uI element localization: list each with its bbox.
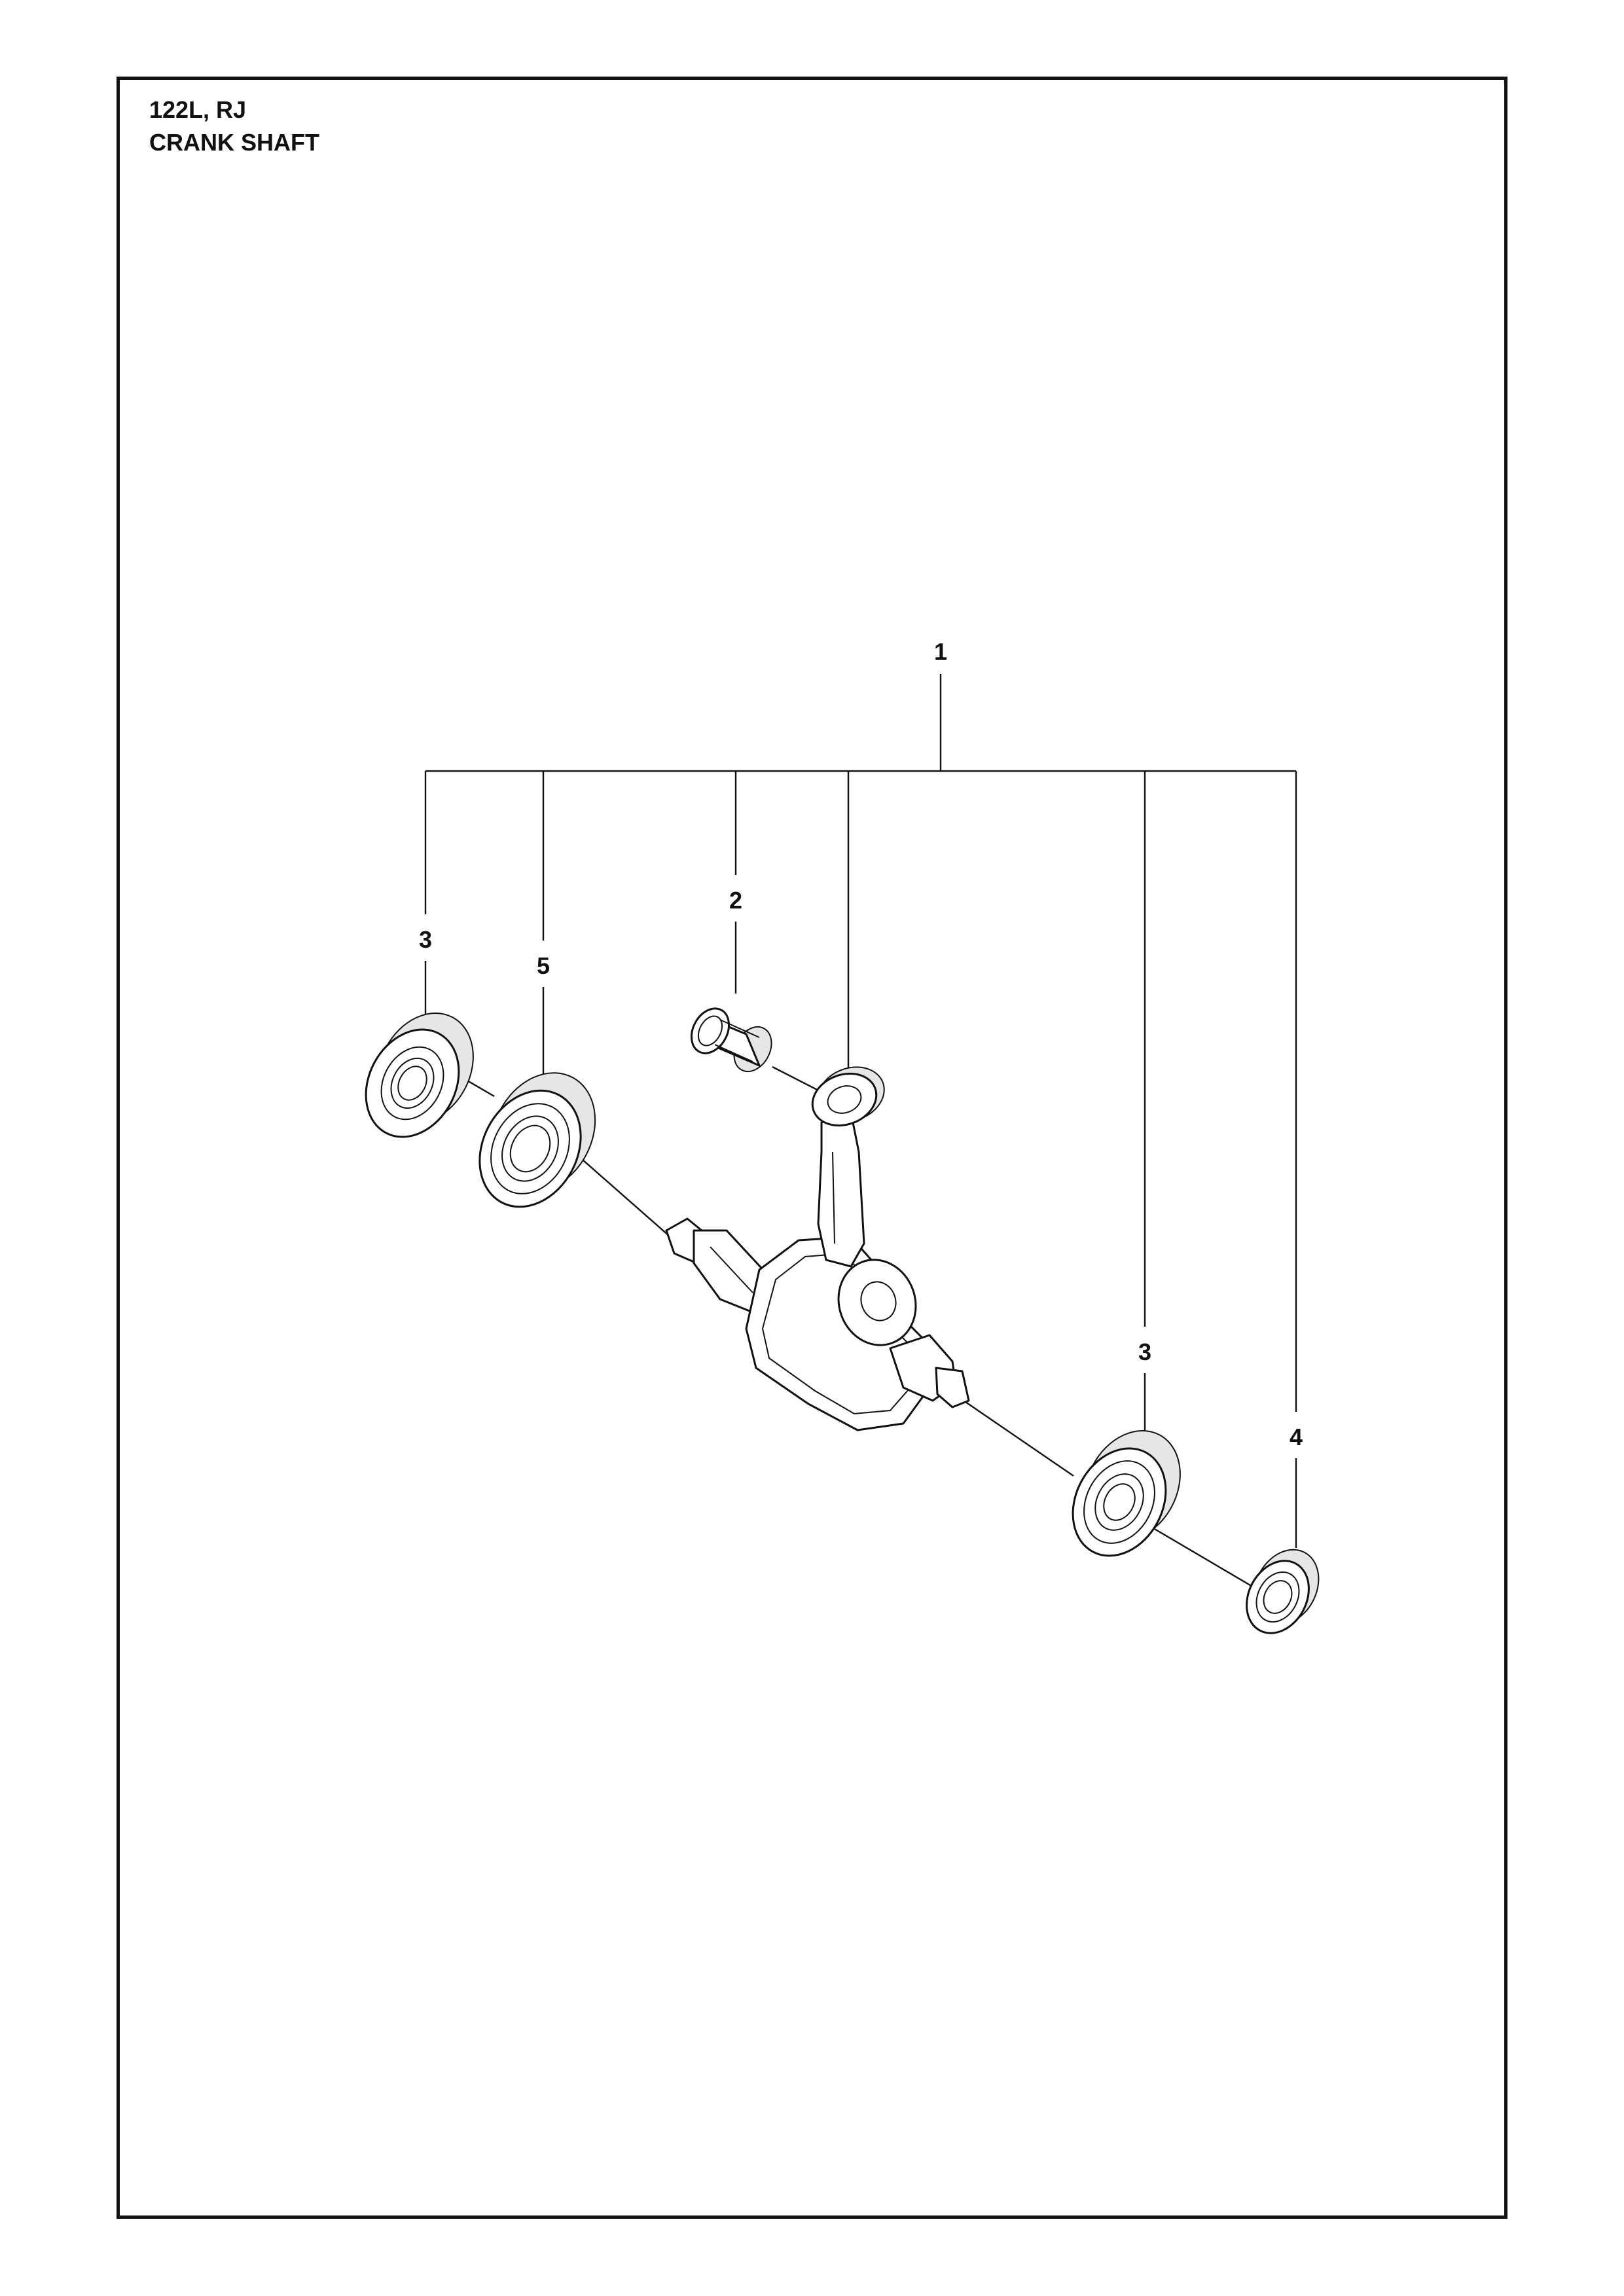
callout-3-right: 3 [1138, 1338, 1151, 1365]
section-title: CRANK SHAFT [149, 129, 319, 156]
model-title: 122L, RJ [149, 96, 247, 123]
crankshaft [665, 1066, 970, 1431]
page-frame [117, 77, 1507, 2219]
oil-seal [1246, 1549, 1320, 1634]
callout-5: 5 [537, 952, 550, 979]
ball-bearing-left [478, 1072, 596, 1208]
callout-2: 2 [729, 887, 742, 914]
needle-bearing [690, 1007, 772, 1073]
callout-4: 4 [1290, 1424, 1303, 1450]
callout-3-left: 3 [419, 926, 432, 953]
callout-leader-lines [424, 674, 1297, 1548]
callout-1: 1 [934, 638, 947, 665]
seal-left [365, 1012, 474, 1138]
seal-right [1072, 1429, 1181, 1557]
callout-labels: 1 2 3 5 3 4 [419, 638, 1303, 1450]
